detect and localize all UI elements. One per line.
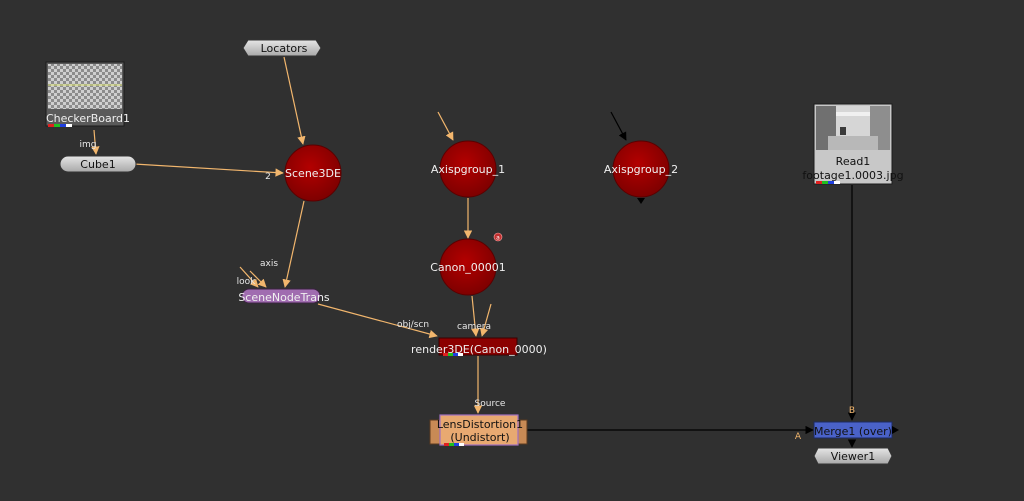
lensdistortion-channel-green [449,443,454,446]
node-checkerboard[interactable]: CheckerBoard1 [45,61,130,127]
node-cube[interactable]: img Cube1 [59,140,137,173]
lensdistortion-channel-alpha [459,443,464,446]
channel-green [54,124,60,127]
node-viewer[interactable]: Viewer1 [813,447,893,465]
node-scene3de[interactable]: Scene3DE 2 [265,144,342,202]
cube-body [59,155,137,173]
node-canon[interactable]: Canon_00001 a [430,232,506,296]
scene3de-input-label: 2 [265,172,271,182]
render3de-objscn-label: obj/scn [397,320,429,330]
read-thumbnail-light [836,112,870,116]
render3de-camera-label: camera [457,322,491,332]
read-label-line1: Read1 [836,155,871,168]
lensdistortion-channel-blue [454,443,459,446]
lensdistortion-source-label: Source [475,399,506,409]
locators-body [242,39,322,57]
lensdistortion-channel-red [444,443,449,446]
edge-canon-render3de [471,295,480,337]
lensdistortion-label-line2: (Undistort) [450,431,509,444]
render3de-channel-green [448,353,453,356]
cube-label: Cube1 [80,158,115,171]
node-locators[interactable]: Locators [242,39,322,57]
viewer-label: Viewer1 [831,450,875,463]
read-channel-alpha [834,181,840,184]
channel-red [48,124,54,127]
axispgroup2-output-arrow-icon [637,198,645,204]
edge-locators-scene3de [283,56,306,145]
canon-badge-icon [493,232,503,242]
merge-label: Merge1 (over) [814,425,892,438]
node-read[interactable]: Read1 footage1.0003.jpg [802,103,904,185]
scenenodetrans-axis-label: axis [260,259,278,269]
channel-alpha [66,124,72,127]
edges [91,56,857,448]
node-merge[interactable]: B A Merge1 (over) [795,406,899,442]
canon-badge-label: a [496,235,500,242]
checkerboard-thumbnail [48,64,122,109]
canon-body [439,238,497,296]
render3de-label: render3DE(Canon_0000) [411,343,547,356]
scene3de-label: Scene3DE [285,167,341,180]
edge-axispgroup2-input [610,111,627,141]
edge-look-input [239,266,259,288]
render3de-body [438,337,518,356]
axispgroup2-body [612,140,670,198]
merge-input-b-label: B [849,406,855,416]
read-thumbnail-chair [840,127,846,135]
scenenodetrans-label: SceneNodeTrans [238,291,330,304]
read-channel-blue [828,181,834,184]
merge-mask-arrow-icon [892,426,899,434]
axispgroup2-label: Axispgroup_2 [604,163,678,176]
channel-blue [60,124,66,127]
scenenodetrans-look-label: look [237,277,257,287]
read-label-line2: footage1.0003.jpg [802,169,903,182]
read-channel-green [822,181,828,184]
checkerboard-label: CheckerBoard1 [46,112,130,125]
edge-axispgroup1-input [437,111,454,141]
read-channel-red [816,181,822,184]
axispgroup1-body [439,140,497,198]
node-scenenodetrans[interactable]: axis look SceneNodeTrans [237,259,330,304]
node-axispgroup2[interactable]: Axispgroup_2 [604,140,678,204]
lensdistortion-label-line1: LensDistortion1 [437,418,523,431]
scene3de-body [284,144,342,202]
edge-camera-input [480,303,492,337]
viewer-body [813,447,893,465]
scenenodetrans-body [241,288,321,304]
locators-label: Locators [261,42,308,55]
read-thumbnail-floor [828,136,878,150]
edge-scenenodetrans-render3de [317,303,438,339]
cube-input-label: img [80,140,97,150]
edge-cube-scene3de [133,163,284,177]
render3de-channel-blue [453,353,458,356]
lensdistortion-body [439,414,519,446]
node-axispgroup1[interactable]: Axispgroup_1 [431,140,505,198]
render3de-channel-red [443,353,448,356]
render3de-channel-alpha [458,353,463,356]
axispgroup1-label: Axispgroup_1 [431,163,505,176]
edge-scene3de-scenenodetrans [282,200,305,288]
edge-checkerboard-cube [91,129,100,155]
canon-label: Canon_00001 [430,261,506,274]
merge-input-a-label: A [795,432,802,442]
node-render3de[interactable]: obj/scn camera render3DE(Canon_0000) [397,320,547,356]
node-lensdistortion[interactable]: Source LensDistortion1 (Undistort) [429,399,528,446]
